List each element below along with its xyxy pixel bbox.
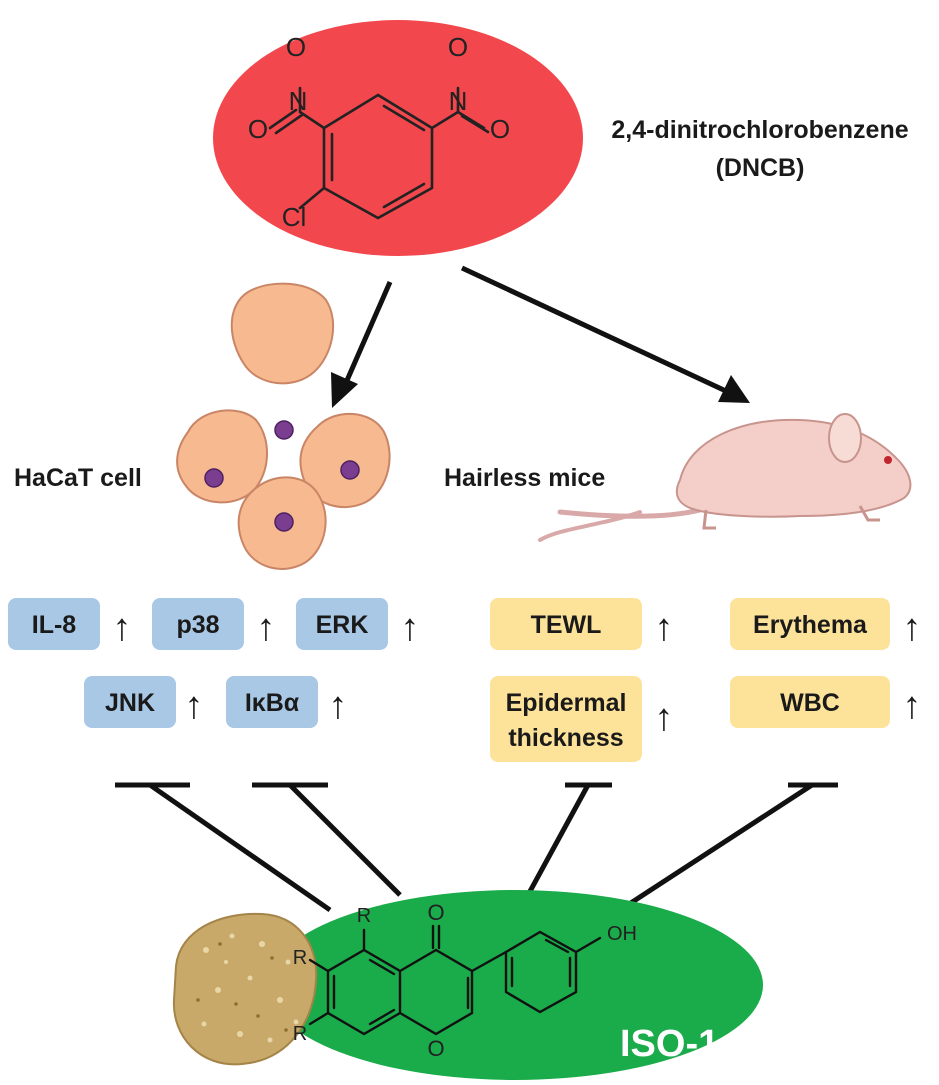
- dncb-name: 2,4-dinitrochlorobenzene: [611, 116, 908, 144]
- cell-marker-p38-label: p38: [176, 611, 219, 639]
- iso1-r-group-middle: R: [293, 947, 307, 969]
- dncb-arrows: [331, 265, 750, 408]
- dncb-ellipse: [213, 20, 583, 256]
- cell-marker-il8-label: IL-8: [32, 611, 77, 639]
- mouse-marker-epidermal-line1: Epidermal: [506, 689, 627, 717]
- mouse-marker-epidermal-line2: thickness: [508, 724, 623, 752]
- dncb-abbreviation: (DNCB): [716, 154, 805, 182]
- right-nitro-o-side: O: [490, 114, 510, 144]
- cell-marker-ikba-up-arrow: ↑: [329, 685, 348, 727]
- mouse-marker-erythema: Erythema ↑: [730, 598, 922, 650]
- dncb-structure: O N O O N O Cl: [213, 20, 583, 256]
- hairless-mice-label: Hairless mice: [444, 464, 605, 492]
- left-nitro-o-top: O: [286, 32, 306, 62]
- cell-marker-erk: ERK ↑: [296, 598, 420, 650]
- cell-marker-ikba: IκBα ↑: [226, 676, 348, 728]
- cell-marker-ikba-label: IκBα: [245, 689, 300, 717]
- iso1-r-group-bottom: R: [293, 1023, 307, 1045]
- powder-pile-illustration: [172, 912, 318, 1066]
- right-nitro-o-top: O: [448, 32, 468, 62]
- chlorine-atom: Cl: [282, 202, 307, 232]
- hairless-mouse-illustration: [538, 413, 912, 542]
- cell-marker-il8: IL-8 ↑: [8, 598, 132, 650]
- cell-marker-jnk-label: JNK: [105, 689, 155, 717]
- benzene-ring: [268, 86, 490, 220]
- cell-marker-jnk-up-arrow: ↑: [185, 685, 204, 727]
- iso1-ring-oxygen: O: [427, 1036, 444, 1061]
- mouse-marker-tewl: TEWL ↑: [490, 598, 674, 650]
- mouse-marker-epidermal-up-arrow: ↑: [655, 697, 674, 739]
- iso1-r-group-top: R: [357, 905, 371, 927]
- iso1-ellipse: [267, 890, 763, 1080]
- iso1-hydroxyl: OH: [607, 923, 637, 945]
- mouse-marker-erythema-label: Erythema: [753, 611, 868, 639]
- mouse-marker-tewl-up-arrow: ↑: [655, 607, 674, 649]
- left-nitro-n: N: [289, 86, 308, 116]
- mouse-marker-erythema-up-arrow: ↑: [903, 607, 922, 649]
- mouse-marker-wbc-label: WBC: [780, 689, 840, 717]
- cell-marker-p38-up-arrow: ↑: [257, 607, 276, 649]
- left-nitro-o-side: O: [248, 114, 268, 144]
- hacat-cells-illustration: [176, 282, 391, 570]
- right-nitro-n: N: [449, 86, 468, 116]
- cell-marker-jnk: JNK ↑: [84, 676, 204, 728]
- iso1-carbonyl-oxygen: O: [427, 900, 444, 925]
- inhibition-lines: [115, 782, 838, 913]
- cell-marker-p38: p38 ↑: [152, 598, 276, 650]
- cell-marker-erk-up-arrow: ↑: [401, 607, 420, 649]
- cell-marker-erk-label: ERK: [316, 611, 369, 639]
- iso1-structure: [308, 924, 602, 1036]
- hacat-cell-label: HaCaT cell: [14, 464, 142, 492]
- mouse-marker-wbc: WBC ↑: [730, 676, 922, 728]
- mouse-marker-epidermal-thickness: Epidermal thickness ↑: [490, 676, 674, 762]
- mouse-marker-wbc-up-arrow: ↑: [903, 685, 922, 727]
- iso1-label: ISO-1: [620, 1023, 719, 1065]
- cell-marker-il8-up-arrow: ↑: [113, 607, 132, 649]
- mouse-marker-tewl-label: TEWL: [531, 611, 602, 639]
